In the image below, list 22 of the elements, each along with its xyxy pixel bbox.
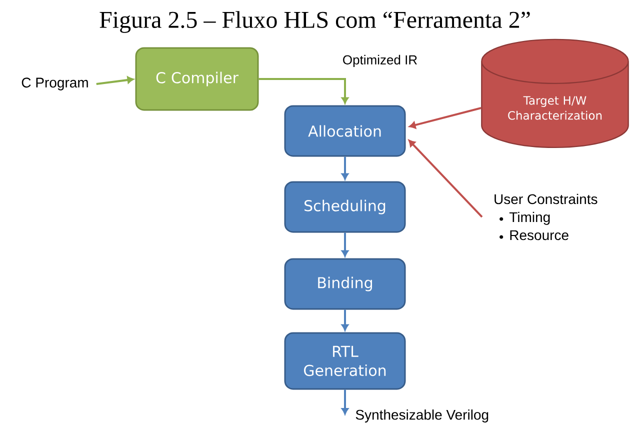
- constraint-list: User Constraints Timing Resource: [494, 194, 598, 240]
- arrow: [96, 76, 134, 85]
- arrow: [408, 140, 483, 218]
- node-label: Timing: [509, 212, 550, 225]
- arrow: [258, 78, 349, 104]
- arrow: [341, 310, 349, 331]
- process-box: Scheduling: [284, 181, 406, 233]
- node-label: Resource: [510, 230, 568, 240]
- process-box: Allocation: [284, 105, 406, 157]
- process-box: RTL Generation: [284, 332, 406, 390]
- database-cylinder: Target H/W Characterization: [481, 38, 629, 148]
- arrow: [409, 107, 482, 129]
- node-label: User Constraints: [494, 194, 598, 204]
- text-label: C Program: [22, 78, 88, 90]
- title: Figura 2.5 – Fluxo HLS com “Ferramenta 2”: [100, 11, 530, 33]
- arrow: [341, 390, 349, 414]
- arrow: [341, 232, 349, 257]
- edge-label: Optimized IR: [341, 54, 419, 68]
- arrow: [341, 156, 349, 180]
- text-label: Synthesizable Verilog: [356, 409, 488, 422]
- process-box: C Compiler: [135, 47, 259, 111]
- process-box: Binding: [284, 258, 406, 310]
